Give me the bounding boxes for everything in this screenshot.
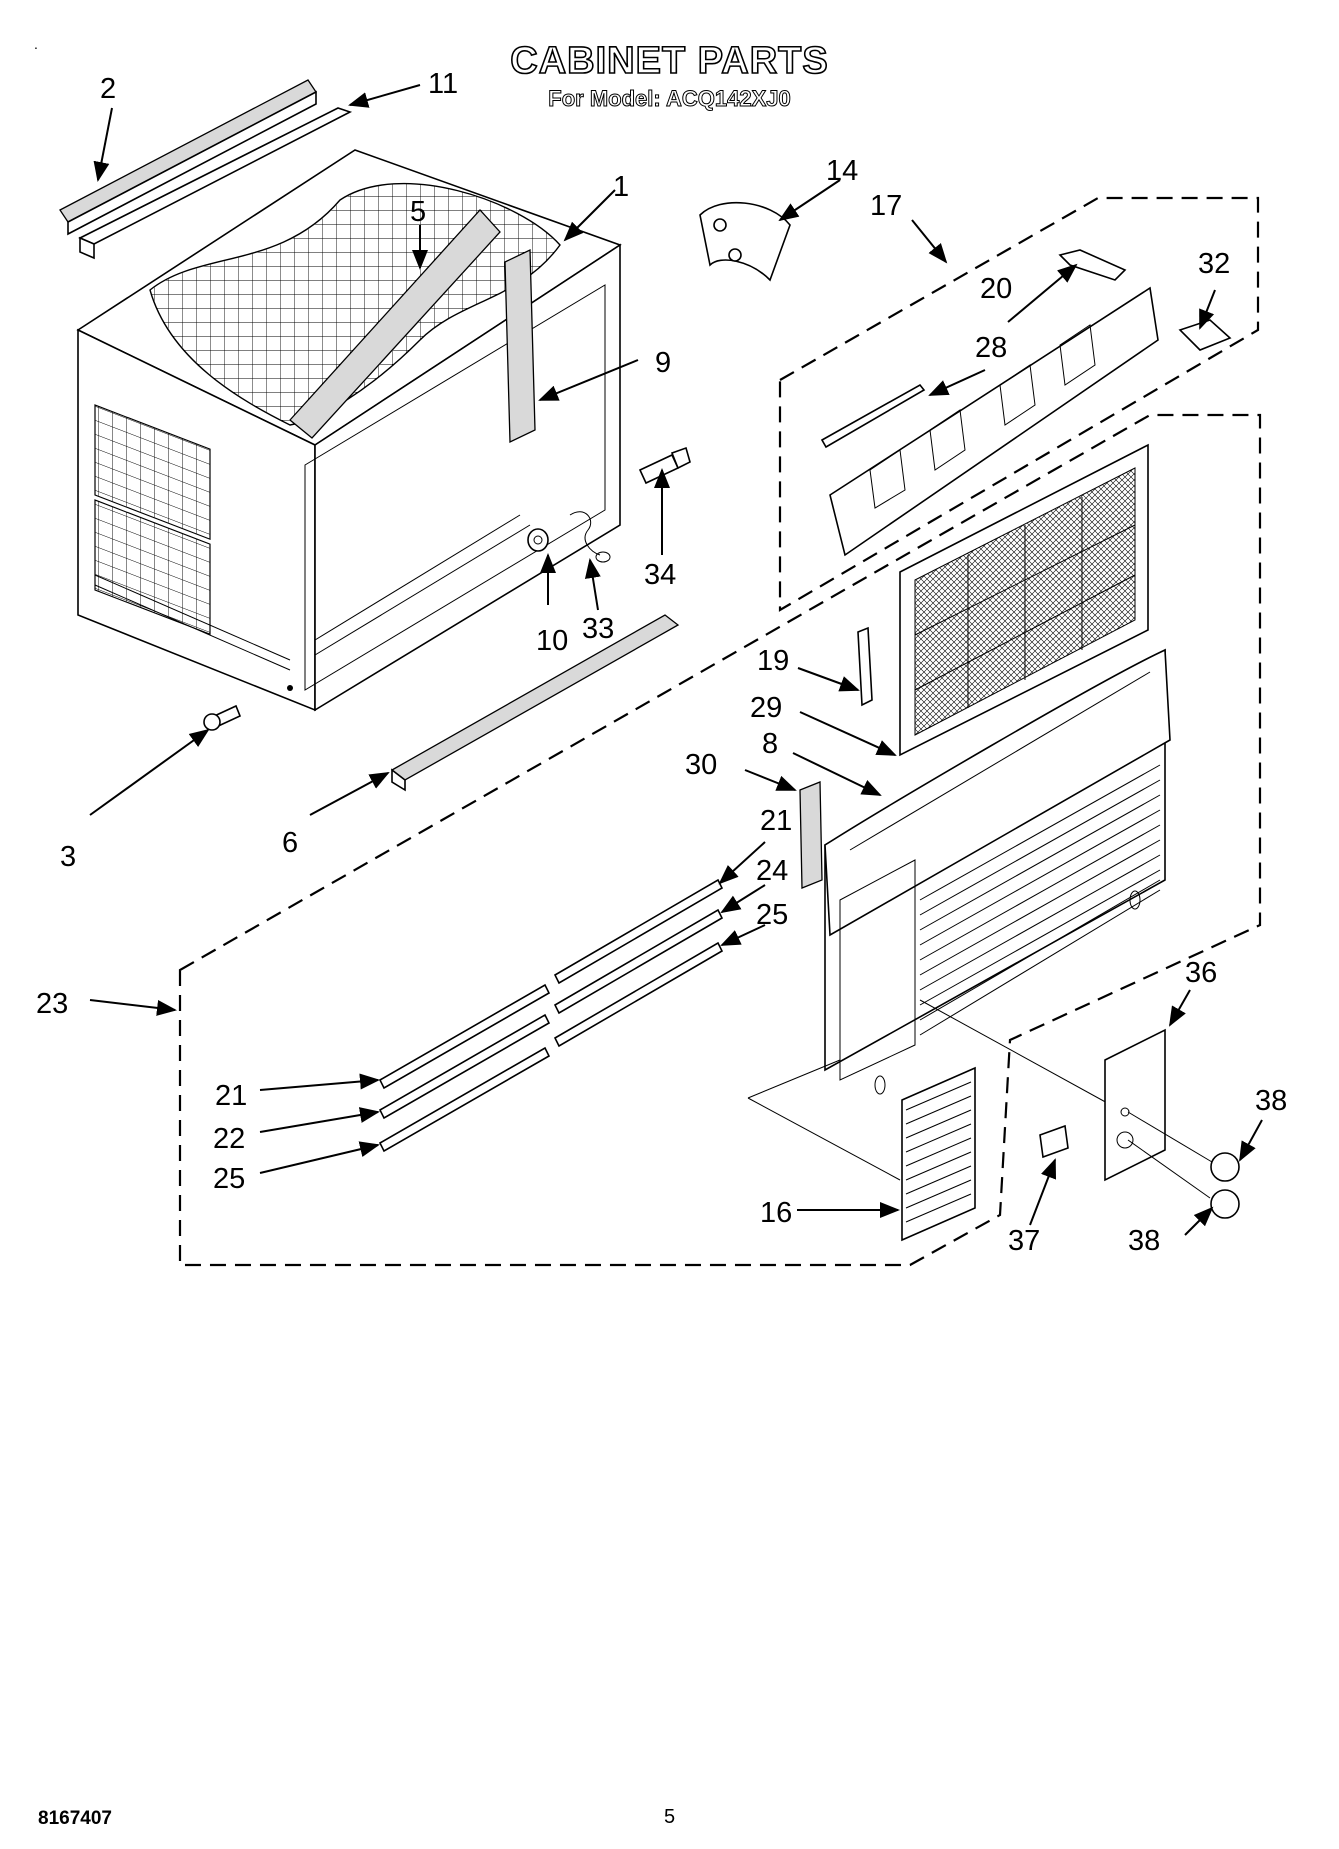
strips-parts-21-22-24-25: [378, 878, 724, 1153]
bracket-part-14: [699, 201, 791, 282]
callout-17: 17: [870, 190, 902, 222]
callout-labels: 2 11 1 5 9 34 33 10 3 6 14 17 20 28 32 1…: [36, 68, 1287, 1257]
callout-25a: 25: [756, 899, 788, 931]
plate-part-36: [1104, 1028, 1166, 1182]
callout-36: 36: [1185, 957, 1217, 989]
callout-20: 20: [980, 273, 1012, 305]
callout-2: 2: [100, 73, 116, 105]
callout-22: 22: [213, 1123, 245, 1155]
callout-23: 23: [36, 988, 68, 1020]
latch-part-28: [1058, 249, 1127, 281]
callout-16: 16: [760, 1197, 792, 1229]
knobs-part-38: [1127, 1111, 1240, 1219]
air-filter-part-29: [899, 443, 1149, 757]
callout-8: 8: [762, 728, 778, 760]
control-assembly-boundary: [778, 196, 1260, 612]
tab-part-19: [857, 626, 873, 707]
callout-37: 37: [1008, 1225, 1040, 1257]
callout-6: 6: [282, 827, 298, 859]
callout-1: 1: [613, 171, 629, 203]
front-grille-part-8: [824, 648, 1171, 1095]
bottom-rail-part-6: [390, 614, 680, 792]
callout-21a: 21: [760, 805, 792, 837]
louver-panel-part-16: [901, 1066, 976, 1242]
screw-part-3: [203, 704, 242, 731]
front-panel-assembly-boundary-part-23: [178, 413, 1262, 1267]
side-louvers: [94, 404, 291, 671]
foam-block-part-9: [504, 248, 536, 444]
callout-3: 3: [60, 841, 76, 873]
callout-32: 32: [1198, 248, 1230, 280]
callout-19: 19: [757, 645, 789, 677]
page-title: CABINET PARTS: [509, 39, 829, 83]
callout-33: 33: [582, 613, 614, 645]
callout-25b: 25: [213, 1163, 245, 1195]
corner-mark: .: [34, 36, 38, 52]
foam-strip-part-5: [289, 209, 501, 439]
clip-part-32: [1178, 319, 1232, 351]
model-subtitle: For Model: ACQ142XJ0: [548, 86, 791, 112]
callout-28: 28: [975, 332, 1007, 364]
grille-shadow-lines: [747, 999, 1121, 1181]
rod-part-20: [820, 383, 926, 449]
page-number: 5: [664, 1806, 676, 1828]
callout-11: 11: [428, 68, 458, 100]
callout-38a: 38: [1255, 1085, 1287, 1117]
block-part-37: [1039, 1124, 1069, 1159]
top-seal-strip-part-2: [59, 79, 317, 236]
callout-9: 9: [655, 347, 671, 379]
document-number: 8167407: [38, 1808, 112, 1829]
callout-38b: 38: [1128, 1225, 1160, 1257]
foam-part-30: [799, 781, 823, 889]
callout-24: 24: [756, 855, 788, 887]
callout-34: 34: [644, 559, 676, 591]
callout-5: 5: [410, 196, 426, 228]
callout-21b: 21: [215, 1080, 247, 1112]
callout-10: 10: [536, 625, 568, 657]
callout-14: 14: [826, 155, 858, 187]
callout-29: 29: [750, 692, 782, 724]
leader-lines: [89, 84, 1263, 1236]
top-channel-part-11: [78, 107, 353, 260]
control-panel-bracket: [829, 286, 1159, 557]
callout-30: 30: [685, 749, 717, 781]
